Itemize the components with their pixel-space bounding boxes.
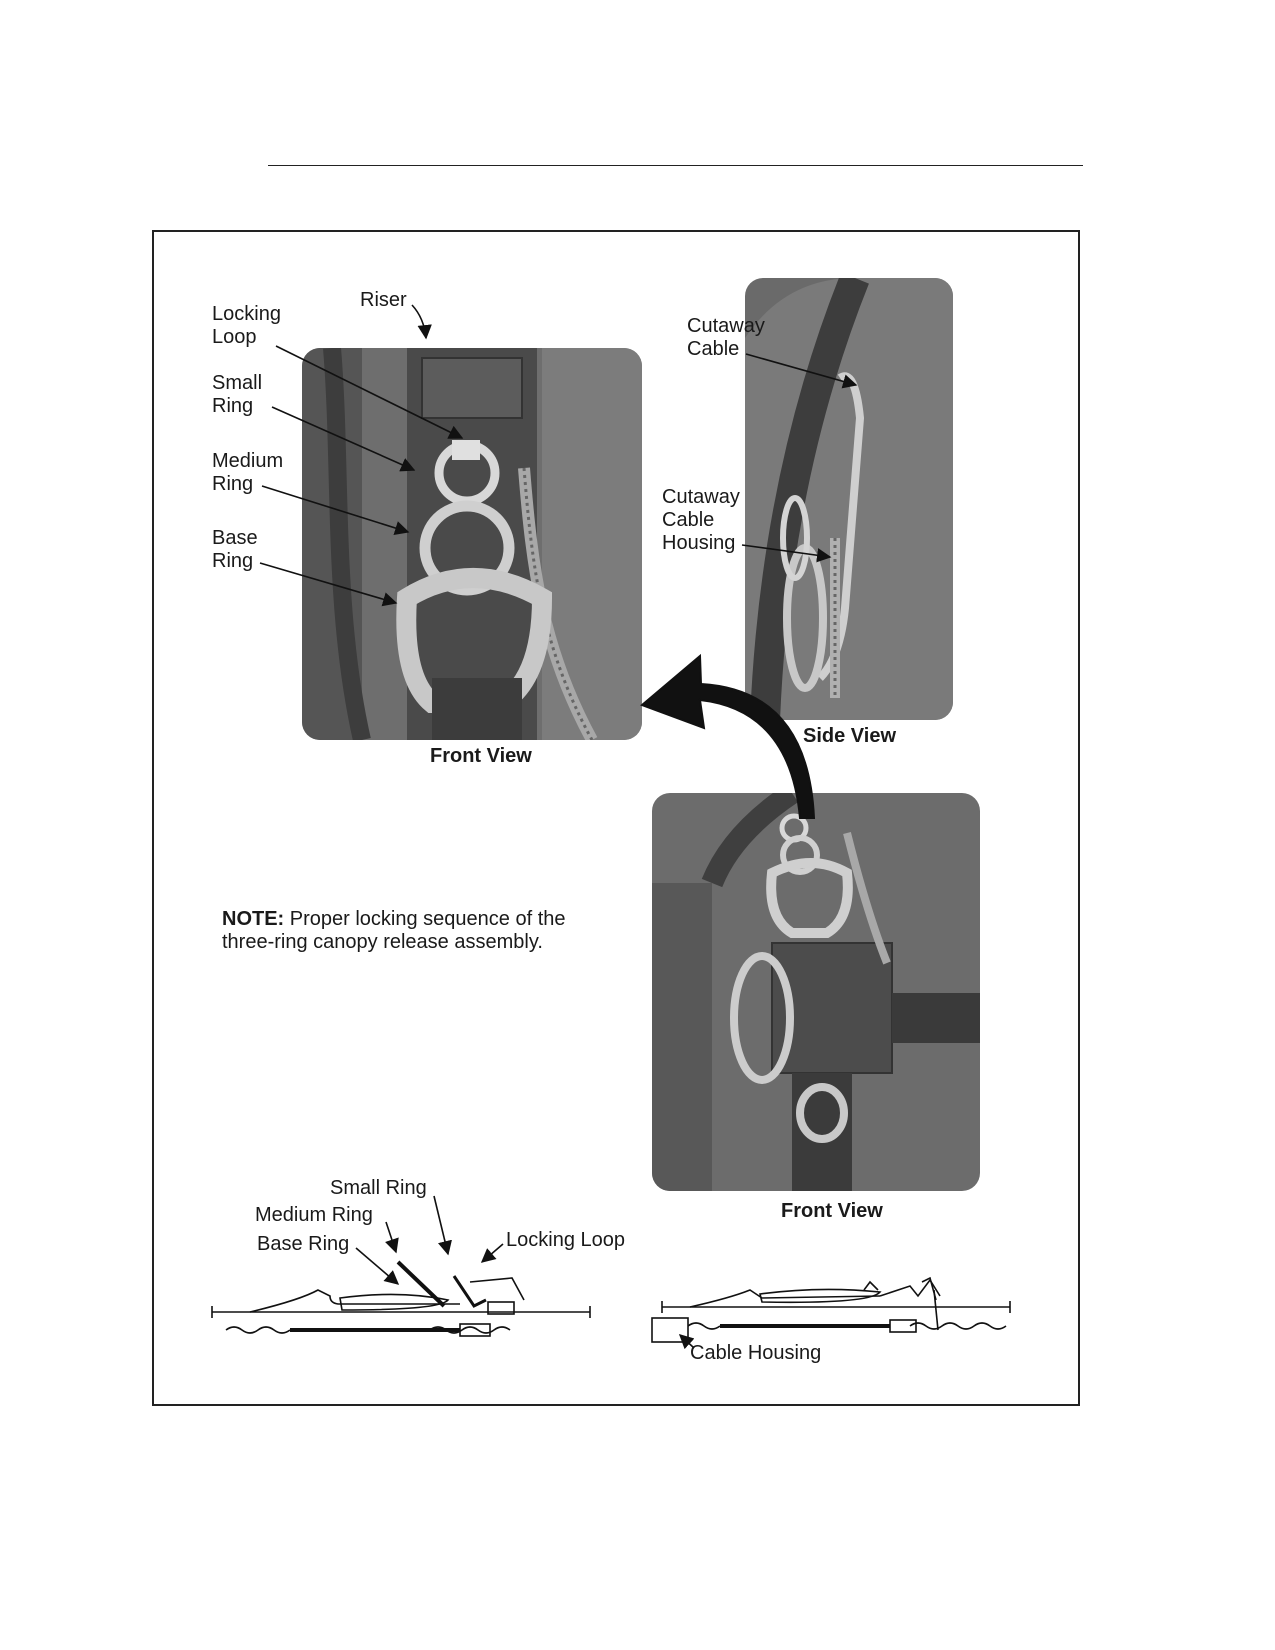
diagram-locking-loop-label: Locking Loop	[506, 1229, 625, 1251]
riser-label: Riser	[360, 289, 407, 311]
medium-ring-label: Medium Ring	[212, 450, 284, 495]
diagram-cable-housing-label: Cable Housing	[690, 1342, 822, 1364]
locking-loop-label: Locking Loop	[212, 303, 281, 348]
side-view-caption: Side View	[803, 725, 897, 747]
cutaway-cable-housing-label: Cutaway Cable Housing	[662, 486, 740, 554]
front-view-photo	[302, 348, 642, 740]
figure-frame	[152, 230, 1080, 1406]
note-body: Proper locking sequence of the three-rin…	[222, 908, 566, 953]
note-text: NOTE: Proper locking sequence of the thr…	[222, 908, 602, 954]
cutaway-cable-label: Cutaway Cable	[687, 315, 765, 360]
diagram-medium-ring-label: Medium Ring	[255, 1204, 373, 1226]
front-view-caption: Front View	[430, 745, 532, 767]
lower-front-view-caption: Front View	[781, 1200, 883, 1222]
small-ring-label: Small Ring	[212, 372, 263, 417]
note-prefix: NOTE:	[222, 908, 285, 930]
diagram-base-ring-label: Base Ring	[257, 1233, 350, 1255]
side-view-photo	[745, 278, 953, 720]
base-ring-label: Base Ring	[212, 527, 258, 572]
diagram-small-ring-label: Small Ring	[330, 1177, 427, 1199]
header-rule	[268, 165, 1083, 166]
lower-front-view-photo	[652, 793, 980, 1191]
